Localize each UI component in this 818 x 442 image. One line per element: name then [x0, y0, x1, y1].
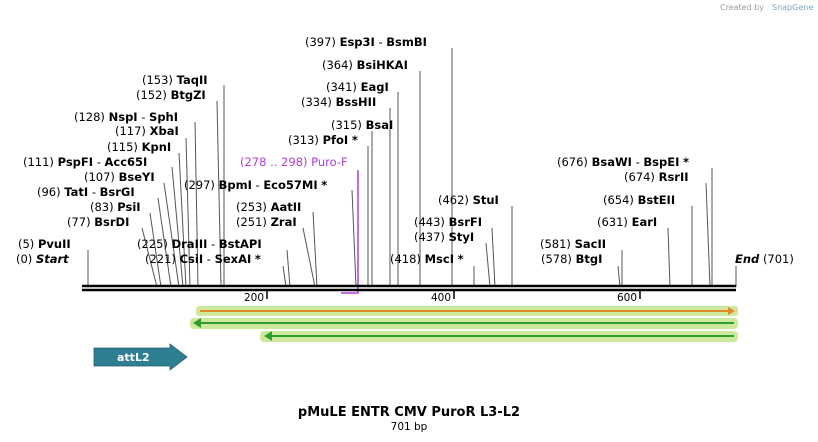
tick-label-200: 200	[244, 292, 264, 304]
site-label-psii: (83) PsiI	[90, 200, 141, 214]
leader-bsrdi	[141, 227, 158, 288]
leader-rsrii	[705, 182, 711, 288]
site-label-rsrii: (674) RsrII	[624, 170, 689, 184]
tick-label-600: 600	[617, 292, 637, 304]
leader-eari	[667, 227, 671, 288]
green-feature-reverse-1	[190, 318, 738, 329]
orange-feature	[196, 306, 738, 316]
leader-csii	[282, 265, 287, 288]
site-label-csii: (221) CsiI - SexAI *	[145, 252, 261, 266]
leader-nspi	[194, 121, 199, 288]
leader-bsrfi	[491, 227, 496, 288]
leader-tati	[157, 197, 172, 288]
leader-btgzi	[216, 100, 222, 288]
site-label-bsshii: (334) BssHII	[301, 95, 376, 109]
primer-label: (278 .. 298) Puro-F	[240, 155, 348, 169]
leader-styi	[485, 242, 491, 288]
credit-brand: SnapGene	[772, 3, 813, 12]
leader-zrai	[302, 227, 316, 288]
leader-pspfi	[171, 166, 184, 288]
leader-xbai	[185, 137, 191, 288]
site-label-pvuii: (5) PvuII	[18, 237, 71, 251]
leader-psii	[149, 212, 162, 288]
site-label-nspi: (128) NspI - SphI	[74, 110, 178, 124]
site-label-bsteii: (654) BstEII	[603, 193, 675, 207]
attl2-label: attL2	[117, 351, 150, 364]
page-title: pMuLE ENTR CMV PuroR L3-L2	[298, 405, 520, 420]
site-label-pfoi: (313) PfoI *	[288, 133, 358, 147]
site-label-styi: (437) StyI	[414, 230, 474, 244]
site-label-bpmi: (297) BpmI - Eco57MI *	[184, 178, 327, 192]
site-label-taqii: (153) TaqII	[142, 73, 208, 87]
site-label-msci: (418) MscI *	[390, 252, 464, 266]
leader-bseyi	[163, 182, 180, 288]
site-label-esp3i: (397) Esp3I - BsmBI	[305, 35, 427, 49]
leader-dra3	[286, 249, 291, 288]
leader-kpni	[178, 152, 187, 288]
site-label-btgzi: (152) BtgZI	[136, 88, 206, 102]
leader-btgi	[617, 265, 621, 288]
attl2-feature: attL2	[93, 343, 188, 371]
site-label-bsrdi: (77) BsrDI	[67, 215, 129, 229]
site-label-bseyi: (107) BseYI	[84, 170, 155, 184]
site-label-aatii: (253) AatII	[236, 200, 301, 214]
tick-label-400: 400	[431, 292, 451, 304]
site-label-stui: (462) StuI	[438, 193, 499, 207]
site-label-bsihkai: (364) BsiHKAI	[322, 58, 408, 72]
green-feature-reverse-2	[260, 331, 738, 342]
leader-aatii	[312, 211, 318, 288]
site-label-pspfi: (111) PspFI - Acc65I	[23, 155, 147, 169]
site-label-xbai: (117) XbaI	[115, 124, 179, 138]
ruler: 200 400 600	[244, 290, 641, 304]
site-leader-lines	[87, 48, 737, 288]
site-label-bsai: (315) BsaI	[331, 118, 393, 132]
site-label-tati: (96) TatI - BsrGI	[37, 185, 135, 199]
primer-leader	[341, 170, 359, 294]
site-label-draiii: (225) DraIII - BstAPI	[137, 237, 262, 251]
sequence-length: 701 bp	[391, 421, 428, 433]
site-label-kpni: (115) KpnI	[107, 140, 171, 154]
site-label-bsawi: (676) BsaWI - BspEI *	[557, 155, 689, 169]
site-label-eari: (631) EarI	[597, 215, 657, 229]
start-label: (0) Start	[16, 252, 69, 266]
site-label-zrai: (251) ZraI	[236, 215, 297, 229]
end-label: End (701)	[735, 252, 794, 266]
site-label-bsrfi: (443) BsrFI	[414, 215, 482, 229]
leader-bpmi	[351, 189, 357, 288]
site-label-eagi: (341) EagI	[326, 80, 389, 94]
site-label-btgi: (578) BtgI	[541, 252, 602, 266]
site-label-sacii: (581) SacII	[540, 237, 606, 251]
credit-prefix: Created by	[720, 3, 764, 12]
sequence-backbone	[82, 284, 736, 292]
